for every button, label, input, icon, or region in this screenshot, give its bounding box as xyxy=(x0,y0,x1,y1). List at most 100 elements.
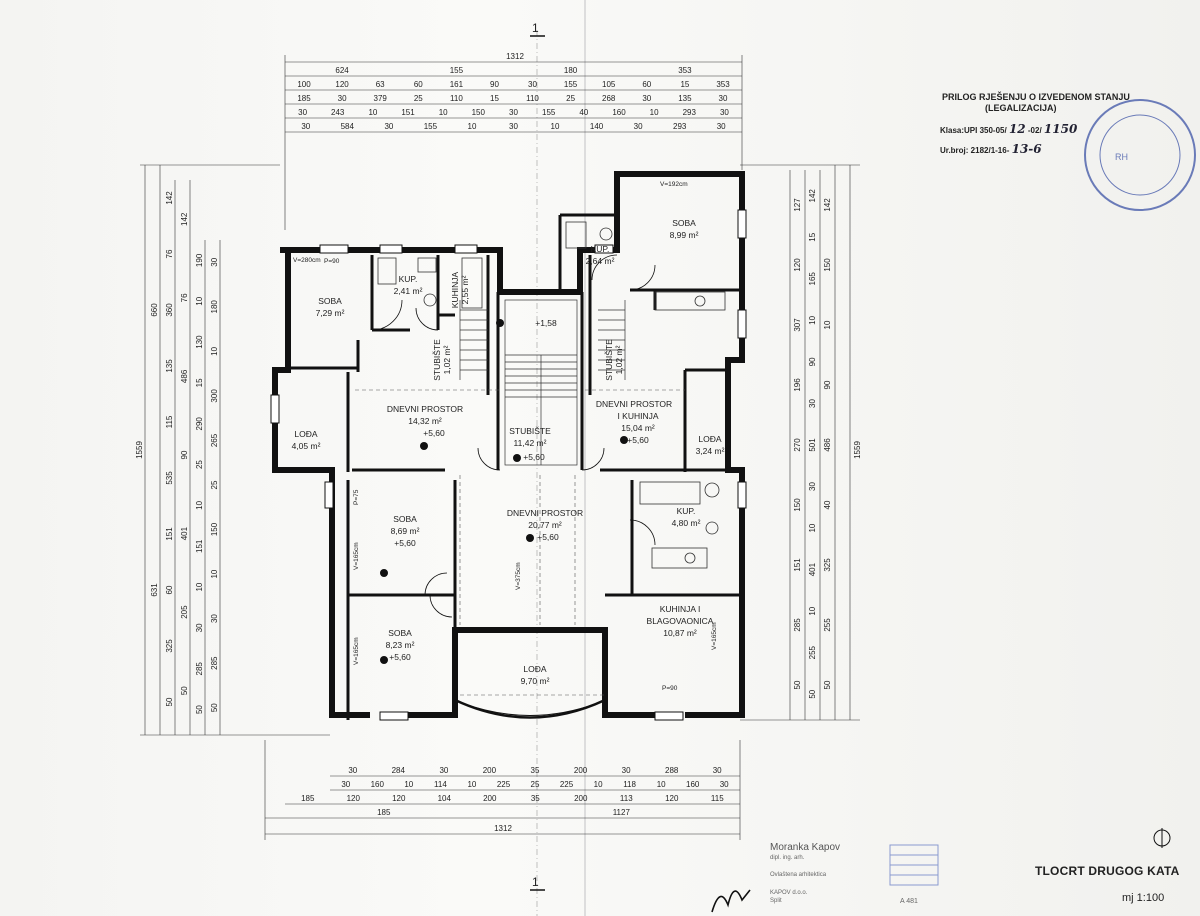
dimension-label: 30 xyxy=(622,766,631,775)
dimension-label: 360 xyxy=(165,303,174,317)
dimension-label: 155 xyxy=(542,108,556,117)
dimension-label: 30 xyxy=(808,399,817,408)
room-soba-4-area: 8,23 m² xyxy=(386,640,415,650)
architect-company: KAPOV d.o.o. xyxy=(770,890,808,896)
room-dnevni-1-level: +5,60 xyxy=(423,428,445,438)
height-label-2: V=192cm xyxy=(660,181,688,188)
room-loda-2-area: 3,24 m² xyxy=(696,446,725,456)
room-dnevni-3-level: +5,60 xyxy=(537,532,559,542)
dimension-label: 113 xyxy=(620,794,633,803)
dimension-label: 142 xyxy=(180,212,189,226)
dimension-label: 10 xyxy=(657,780,666,789)
section-marker-top-label: 1 xyxy=(532,21,539,35)
dimension-label: 40 xyxy=(579,108,588,117)
dimension-label: 127 xyxy=(793,198,802,212)
windows xyxy=(270,209,747,721)
dimension-label: 110 xyxy=(450,94,463,103)
dimension-label: 151 xyxy=(793,558,802,572)
dimension-label: 255 xyxy=(823,618,832,632)
room-loda-3-area: 9,70 m² xyxy=(521,676,550,686)
dimension-label: 624 xyxy=(335,66,349,75)
dimension-label: 225 xyxy=(497,780,511,789)
room-dnevni-2-area: 15,04 m² xyxy=(621,423,655,433)
room-loda-1-area: 4,05 m² xyxy=(292,441,321,451)
dimension-label: 120 xyxy=(392,794,406,803)
room-loda-1-name: LOĐA xyxy=(294,429,317,439)
dimension-label: 10 xyxy=(650,108,659,117)
dimension-label: 10 xyxy=(195,296,204,305)
dimension-label: 10 xyxy=(468,122,477,131)
dimension-label: 60 xyxy=(414,80,423,89)
dimension-label: 110 xyxy=(526,94,539,103)
dimension-label: 10 xyxy=(808,606,817,615)
room-dnevni-3-name: DNEVNI PROSTOR xyxy=(507,508,583,518)
dimension-label: 35 xyxy=(531,766,540,775)
room-dnevni-3-area: 20,77 m² xyxy=(528,520,562,530)
room-kuhinja-1-area: 2,55 m² xyxy=(460,275,470,304)
dimension-total-label: 1312 xyxy=(494,824,512,833)
left-dimension-labels: 1559660631142763601351155351516032550142… xyxy=(135,191,219,714)
dimension-label: 243 xyxy=(331,108,345,117)
room-kuhinja-3-area: 10,87 m² xyxy=(663,628,697,638)
architect-stamp-code: A 481 xyxy=(900,898,918,905)
room-stubiste-c-area: 11,42 m² xyxy=(514,438,547,448)
dimension-label: 30 xyxy=(528,80,537,89)
parapet-label-3: P=75 xyxy=(353,489,360,505)
room-loda-2-name: LOĐA xyxy=(698,434,721,444)
dimension-label: 30 xyxy=(298,108,307,117)
approval-klasa: Klasa:UPI 350-05/ 12 -02/ 1150 xyxy=(940,122,1077,136)
dimension-label: 15 xyxy=(490,94,499,103)
svg-text:RH: RH xyxy=(1115,152,1128,162)
dimension-label: 40 xyxy=(823,500,832,509)
dimension-label: 25 xyxy=(531,780,540,789)
dimension-label: 1127 xyxy=(613,808,631,817)
dimension-label: 60 xyxy=(165,585,174,594)
dimension-label: 285 xyxy=(195,662,204,676)
dimension-label: 30 xyxy=(301,122,310,131)
dimension-label: 200 xyxy=(574,766,588,775)
dimension-label: 30 xyxy=(341,780,350,789)
room-labels: SOBA 7,29 m² KUP. 2,41 m² KUHINJA 2,55 m… xyxy=(292,218,725,686)
dimension-label: 10 xyxy=(210,346,219,355)
dimension-label: 30 xyxy=(210,257,219,266)
klasa-label: Klasa:UPI 350-05/ xyxy=(940,126,1007,135)
room-soba-4-level: +5,60 xyxy=(389,652,411,662)
dimension-label: 353 xyxy=(716,80,730,89)
dimension-label: 185 xyxy=(377,808,391,817)
dimension-label: 325 xyxy=(165,639,174,653)
room-kup-1-name: KUP. xyxy=(399,274,418,284)
landing-level: +1,58 xyxy=(535,318,557,328)
room-soba-3-area: 8,69 m² xyxy=(391,526,420,536)
dimension-label: 379 xyxy=(374,94,388,103)
dimension-label: 63 xyxy=(376,80,385,89)
top-dimension-lines xyxy=(284,55,743,230)
exterior-walls xyxy=(272,171,745,718)
dimension-total-label: 1559 xyxy=(853,441,862,459)
room-kup-1-area: 2,41 m² xyxy=(394,286,423,296)
dimension-label: 30 xyxy=(509,122,518,131)
height-label-6: V=375cm xyxy=(515,562,522,590)
dimension-label: 180 xyxy=(564,66,578,75)
dimension-label: 10 xyxy=(467,780,476,789)
room-soba-4-name: SOBA xyxy=(388,628,412,638)
dimension-label: 501 xyxy=(808,438,817,452)
dimension-label: 30 xyxy=(384,122,393,131)
dimension-label: 290 xyxy=(195,417,204,431)
dimension-label: 151 xyxy=(165,527,174,541)
dimension-label: 50 xyxy=(165,697,174,706)
dimension-label: 130 xyxy=(195,335,204,349)
dimension-label: 15 xyxy=(808,232,817,241)
dimension-label: 25 xyxy=(210,480,219,489)
dimension-label: 150 xyxy=(472,108,486,117)
dimension-label: 200 xyxy=(483,766,497,775)
section-marker-bottom-label: 1 xyxy=(532,875,539,889)
right-dimension-labels: 1271203071962701501512855014215165109030… xyxy=(793,189,862,699)
dimension-label: 30 xyxy=(634,122,643,131)
room-kup-2-name: KUP. xyxy=(591,244,610,254)
staircase xyxy=(459,299,626,466)
dimension-label: 50 xyxy=(823,680,832,689)
sanitary-fixtures xyxy=(377,221,726,569)
dimension-label: 90 xyxy=(808,357,817,366)
